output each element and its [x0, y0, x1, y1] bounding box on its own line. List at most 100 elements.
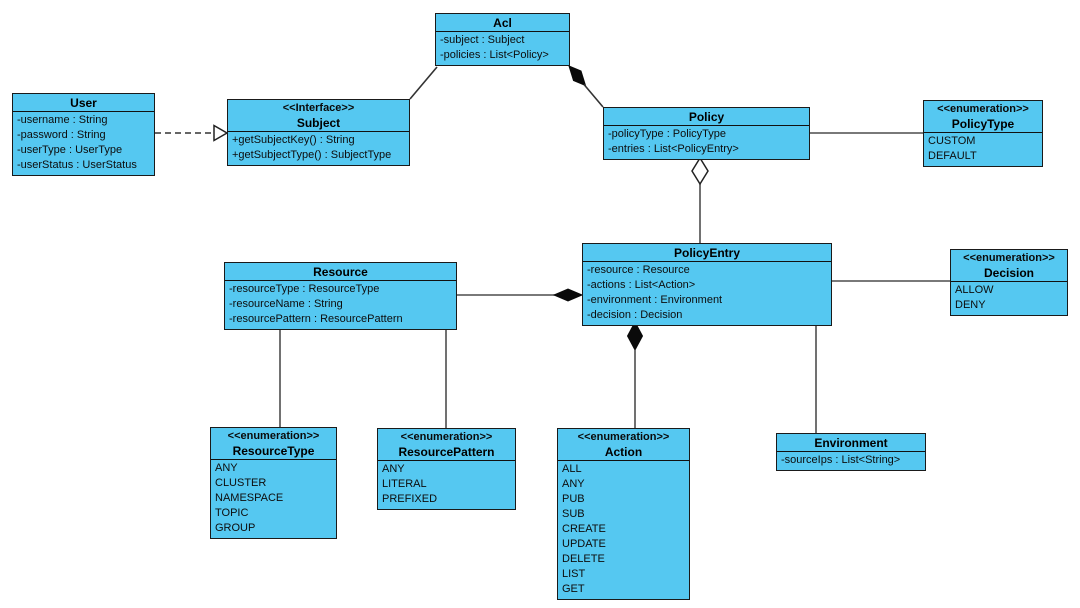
class-header: User	[13, 94, 154, 112]
enum-literal-compartment: ANY LITERAL PREFIXED	[378, 461, 515, 509]
enum-policytype[interactable]: <<enumeration>> PolicyType CUSTOM DEFAULT	[923, 100, 1043, 167]
class-policyentry[interactable]: PolicyEntry -resource : Resource -actions…	[582, 243, 832, 326]
enum-decision[interactable]: <<enumeration>> Decision ALLOW DENY	[950, 249, 1068, 316]
class-member: -resourceName : String	[229, 298, 343, 310]
attribute-compartment: -resource : Resource -actions : List<Acti…	[583, 262, 831, 325]
class-member: UPDATE	[562, 538, 606, 550]
class-title: Resource	[313, 265, 368, 279]
class-title: Environment	[814, 436, 888, 450]
attribute-compartment: -username : String-password : String-use…	[13, 112, 154, 175]
class-member: PREFIXED	[382, 493, 438, 505]
class-member: -subject : Subject	[440, 34, 525, 46]
class-member: ANY	[382, 463, 405, 475]
class-title: ResourcePattern	[398, 445, 495, 459]
class-header: Resource	[225, 263, 456, 281]
class-member: SUB	[562, 508, 585, 520]
class-member: +getSubjectKey() : String	[232, 134, 355, 146]
class-header: Acl	[436, 14, 569, 32]
filled-diamond	[552, 288, 584, 302]
stereotype-label: <<enumeration>>	[400, 431, 493, 443]
class-header: <<enumeration>> Action	[558, 429, 689, 461]
hollow-diamond	[691, 156, 709, 186]
stereotype-label: <<enumeration>>	[577, 431, 670, 443]
class-member: -userType : UserType	[17, 144, 123, 156]
class-header: Environment	[777, 434, 925, 452]
realization-user-subject	[155, 124, 229, 142]
stereotype-label: <<enumeration>>	[937, 103, 1029, 115]
attribute-compartment: -resourceType : ResourceType -resourceNam…	[225, 281, 456, 329]
attribute-compartment: -subject : Subject -policies : List<Polic…	[436, 32, 569, 65]
class-member: -entries : List<PolicyEntry>	[608, 143, 739, 155]
filled-diamond	[626, 320, 644, 352]
class-member: -resourcePattern : ResourcePattern	[229, 313, 403, 325]
attribute-compartment: -sourceIps : List<String>	[777, 452, 925, 470]
class-title: Decision	[983, 266, 1034, 280]
enum-literal-compartment: CUSTOM DEFAULT	[924, 133, 1042, 166]
class-policy[interactable]: Policy -policyType : PolicyType -entries …	[603, 107, 810, 160]
class-member: CREATE	[562, 523, 606, 535]
class-header: <<Interface>> Subject	[228, 100, 409, 132]
stereotype-label: <<enumeration>>	[227, 430, 320, 442]
aggregation-policy-policyentry	[691, 156, 709, 243]
association-acl-subject	[409, 66, 438, 100]
class-member: LITERAL	[382, 478, 427, 490]
composition-policyentry-action	[626, 320, 644, 428]
class-member: -resourceType : ResourceType	[229, 283, 380, 295]
class-member: LIST	[562, 568, 586, 580]
class-member: PUB	[562, 493, 585, 505]
class-member: -policies : List<Policy>	[440, 49, 549, 61]
class-member: ANY	[562, 478, 585, 490]
enum-literal-compartment: ALLOW DENY	[951, 282, 1067, 315]
class-member: GROUP	[215, 522, 256, 534]
operation-compartment: +getSubjectKey() : String +getSubjectType…	[228, 132, 409, 165]
class-header: <<enumeration>> Decision	[951, 250, 1067, 282]
class-member: -environment : Environment	[587, 294, 723, 306]
class-acl[interactable]: Acl -subject : Subject -policies : List<P…	[435, 13, 570, 66]
class-member: -policyType : PolicyType	[608, 128, 726, 140]
enum-resourcepattern[interactable]: <<enumeration>> ResourcePattern ANY LITER…	[377, 428, 516, 510]
class-member: ALLOW	[955, 284, 994, 296]
attribute-compartment: -policyType : PolicyType -entries : List<…	[604, 126, 809, 159]
class-header: <<enumeration>> ResourceType	[211, 428, 336, 460]
filled-diamond	[568, 65, 587, 87]
stereotype-label: <<Interface>>	[282, 102, 355, 114]
class-member: GET	[562, 583, 585, 595]
class-title: Action	[604, 445, 643, 459]
class-title: Subject	[296, 116, 341, 130]
class-title: PolicyEntry	[673, 246, 741, 260]
class-member: ANY	[215, 462, 238, 474]
class-member: TOPIC	[215, 507, 249, 519]
class-environment[interactable]: Environment -sourceIps : List<String>	[776, 433, 926, 471]
class-header: Policy	[604, 108, 809, 126]
composition-policyentry-resource	[457, 288, 584, 302]
class-title: Acl	[493, 16, 512, 30]
class-member: -sourceIps : List<String>	[781, 454, 901, 466]
class-member: DELETE	[562, 553, 605, 565]
class-header: <<enumeration>> PolicyType	[924, 101, 1042, 133]
class-title: Policy	[688, 110, 725, 124]
interface-subject[interactable]: <<Interface>> Subject +getSubjectKey() :…	[227, 99, 410, 166]
class-header: PolicyEntry	[583, 244, 831, 262]
class-title: PolicyType	[951, 117, 1015, 131]
class-member: -password : String	[17, 129, 106, 141]
class-member: CUSTOM	[928, 135, 976, 147]
class-member: DEFAULT	[928, 150, 977, 162]
class-member: DENY	[955, 299, 986, 311]
class-resource[interactable]: Resource -resourceType : ResourceType-re…	[224, 262, 457, 330]
composition-acl-policy	[568, 65, 604, 108]
class-header: <<enumeration>> ResourcePattern	[378, 429, 515, 461]
hollow-triangle-arrowhead	[213, 124, 229, 142]
class-member: -userStatus : UserStatus	[17, 159, 137, 171]
class-member: +getSubjectType() : SubjectType	[232, 149, 392, 161]
class-title: ResourceType	[232, 444, 315, 458]
class-member: -resource : Resource	[587, 264, 690, 276]
class-member: CLUSTER	[215, 477, 267, 489]
class-user[interactable]: User -username : String-password : Strin…	[12, 93, 155, 176]
class-member: -decision : Decision	[587, 309, 683, 321]
class-member: -actions : List<Action>	[587, 279, 696, 291]
